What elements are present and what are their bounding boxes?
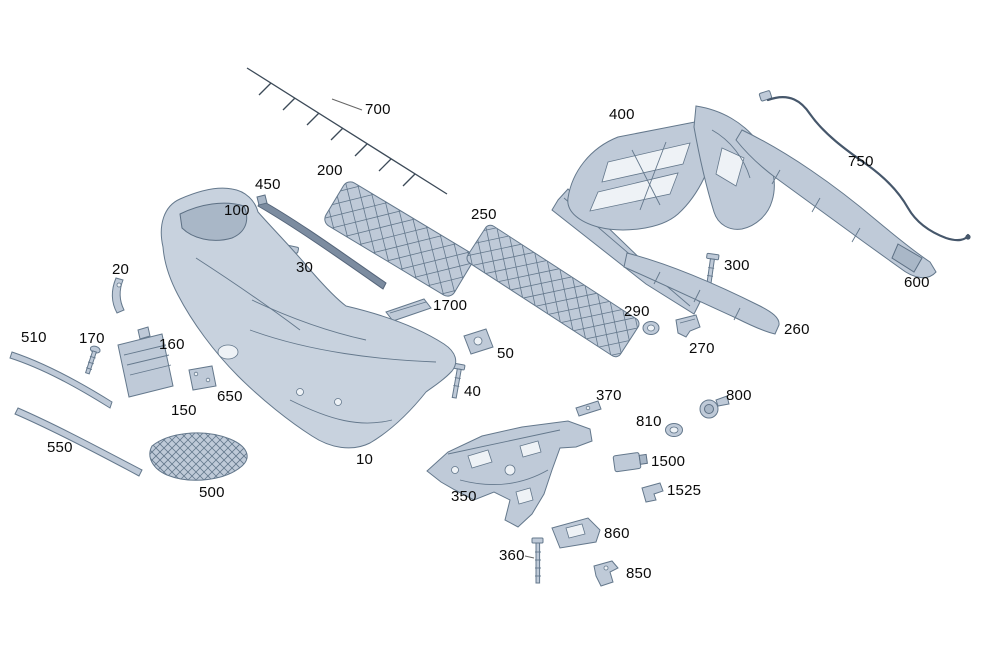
bumper-beam-260 [623, 252, 780, 335]
bumper-cover-10 [160, 187, 457, 449]
crossmember-600 [735, 129, 937, 279]
sensor-ring-810 [665, 423, 683, 437]
air-duct-400 [567, 119, 718, 231]
screw-170 [84, 345, 101, 375]
bracket-370 [575, 400, 602, 417]
plate-650 [188, 365, 217, 391]
trim-strip-550 [14, 407, 143, 477]
clip-270 [675, 314, 701, 338]
bracket-850 [593, 560, 619, 587]
bracket-860 [551, 517, 601, 549]
module-1500 [612, 452, 648, 473]
nut-plate-50 [463, 328, 494, 355]
bracket-20 [111, 277, 125, 314]
center-bracket-350 [426, 420, 593, 528]
screw-360 [524, 537, 544, 584]
license-plate-bracket-160 [117, 326, 174, 398]
trim-strip-510 [9, 351, 113, 409]
sensor-800 [699, 395, 730, 419]
wiring-harness-750 [758, 90, 971, 242]
grommet-290 [642, 321, 660, 335]
trim-strip-450 [256, 194, 387, 290]
mesh-insert-500 [149, 432, 248, 481]
bracket-1700 [385, 298, 432, 322]
bolt-40 [451, 362, 466, 399]
hatch-boundary-700 [246, 67, 448, 195]
clip-1525 [641, 482, 664, 503]
